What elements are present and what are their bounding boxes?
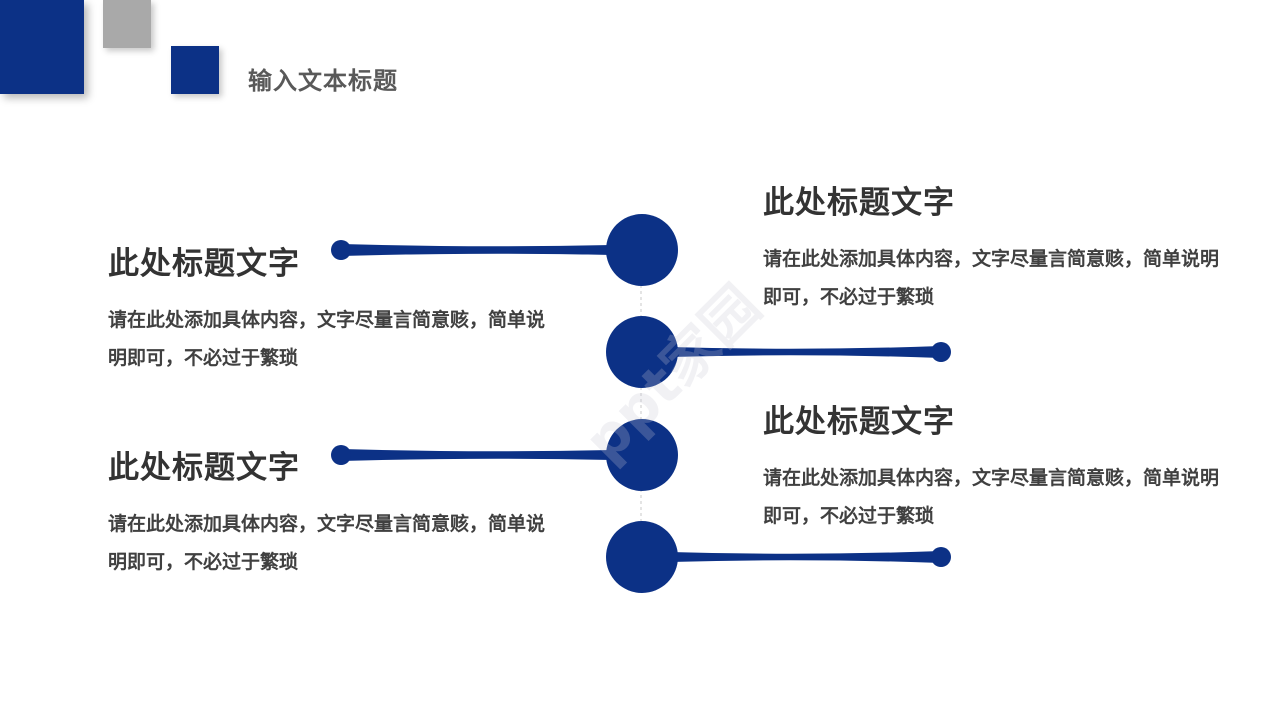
connector-tail-4	[670, 551, 941, 563]
decor-square-gray	[103, 0, 151, 48]
connector-dot-2	[931, 342, 951, 362]
text-block-1: 此处标题文字 请在此处添加具体内容，文字尽量言简意赅，简单说明即可，不必过于繁琐	[108, 238, 568, 377]
connector-tail-3	[341, 449, 612, 461]
connector-dot-1	[331, 240, 351, 260]
connector-tail-1	[341, 244, 612, 256]
block-body: 请在此处添加具体内容，文字尽量言简意赅，简单说明即可，不必过于繁琐	[763, 467, 1220, 527]
text-block-2: 此处标题文字 请在此处添加具体内容，文字尽量言简意赅，简单说明即可，不必过于繁琐	[763, 177, 1223, 316]
text-block-3: 此处标题文字 请在此处添加具体内容，文字尽量言简意赅，简单说明即可，不必过于繁琐	[108, 442, 568, 581]
block-title: 此处标题文字	[108, 246, 300, 282]
timeline-node-2	[606, 316, 678, 388]
block-body: 请在此处添加具体内容，文字尽量言简意赅，简单说明即可，不必过于繁琐	[108, 309, 546, 369]
block-title: 此处标题文字	[763, 185, 955, 221]
block-body: 请在此处添加具体内容，文字尽量言简意赅，简单说明即可，不必过于繁琐	[108, 513, 546, 573]
timeline-node-4	[606, 521, 678, 593]
block-title: 此处标题文字	[108, 450, 300, 486]
block-title: 此处标题文字	[763, 404, 955, 440]
connector-dot-3	[331, 445, 351, 465]
block-body: 请在此处添加具体内容，文字尽量言简意赅，简单说明即可，不必过于繁琐	[763, 248, 1220, 308]
connector-dot-4	[931, 547, 951, 567]
page-title: 输入文本标题	[248, 67, 398, 95]
decor-square-blue-small	[171, 46, 219, 94]
timeline-node-1	[606, 214, 678, 286]
timeline-node-3	[606, 419, 678, 491]
decor-square-blue-large	[0, 0, 84, 94]
text-block-4: 此处标题文字 请在此处添加具体内容，文字尽量言简意赅，简单说明即可，不必过于繁琐	[763, 396, 1223, 535]
connector-tail-2	[670, 346, 941, 358]
